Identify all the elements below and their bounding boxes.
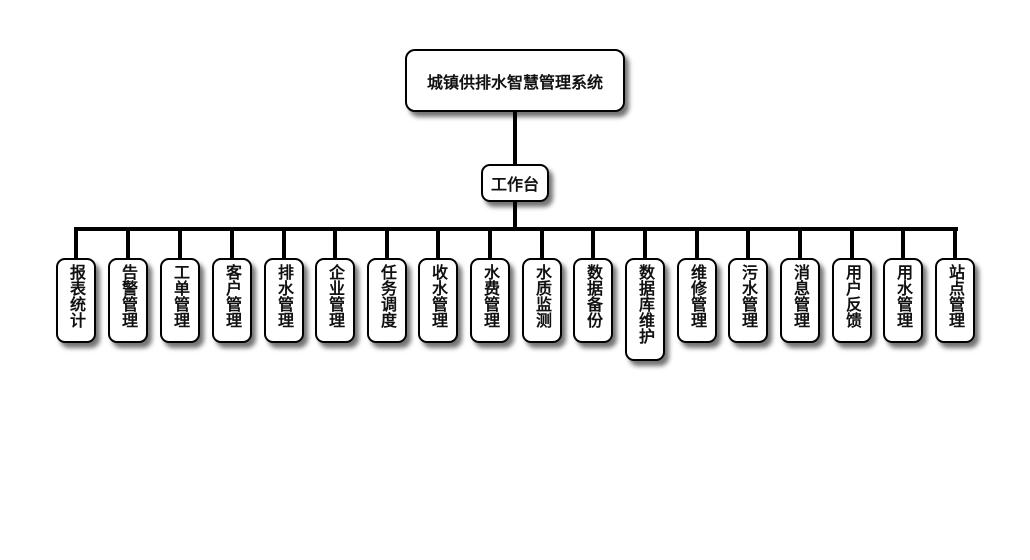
module-station-management: 站点管理 <box>935 258 975 343</box>
module-alarm-management: 告警管理 <box>108 258 148 343</box>
module-database-maintenance: 数据库维护 <box>625 258 665 361</box>
connector-drop <box>695 229 699 259</box>
connector-drop <box>385 229 389 259</box>
module-water-collection-management: 收水管理 <box>418 258 458 343</box>
root-node: 城镇供排水智慧管理系统 <box>405 49 625 112</box>
module-water-usage-management: 用水管理 <box>883 258 923 343</box>
connector-drop <box>901 229 905 259</box>
connector-drop <box>850 229 854 259</box>
connector-drop <box>436 229 440 259</box>
module-water-quality-monitoring: 水质监测 <box>522 258 562 343</box>
module-label: 排水管理 <box>275 264 294 328</box>
connector-drop <box>643 229 647 259</box>
module-water-fee-management: 水费管理 <box>470 258 510 343</box>
module-enterprise-management: 企业管理 <box>315 258 355 343</box>
module-label: 数据备份 <box>584 264 603 328</box>
module-label: 数据库维护 <box>636 264 655 344</box>
connector-drop <box>798 229 802 259</box>
module-label: 收水管理 <box>429 264 448 328</box>
module-repair-management: 维修管理 <box>677 258 717 343</box>
module-label: 工单管理 <box>171 264 190 328</box>
connector-bus <box>74 227 958 231</box>
module-label: 客户管理 <box>223 264 242 328</box>
connector-drop <box>591 229 595 259</box>
module-label: 报表统计 <box>67 264 86 328</box>
module-label: 水质监测 <box>533 264 552 328</box>
module-label: 消息管理 <box>791 264 810 328</box>
root-title: 城镇供排水智慧管理系统 <box>426 72 603 92</box>
module-task-scheduling: 任务调度 <box>367 258 407 343</box>
connector-hub-bus <box>513 202 517 229</box>
connector-drop <box>230 229 234 259</box>
connector-drop <box>74 229 78 259</box>
module-customer-management: 客户管理 <box>212 258 252 343</box>
module-work-order-management: 工单管理 <box>160 258 200 343</box>
module-drainage-management: 排水管理 <box>264 258 304 343</box>
module-label: 任务调度 <box>378 264 397 328</box>
module-label: 告警管理 <box>119 264 138 328</box>
connector-drop <box>540 229 544 259</box>
module-user-feedback: 用户反馈 <box>832 258 872 343</box>
connector-drop <box>746 229 750 259</box>
module-label: 用水管理 <box>894 264 913 328</box>
module-report-stats: 报表统计 <box>56 258 96 343</box>
module-data-backup: 数据备份 <box>573 258 613 343</box>
connector-drop <box>126 229 130 259</box>
module-label: 站点管理 <box>946 264 965 328</box>
hub-node: 工作台 <box>481 164 549 202</box>
module-message-management: 消息管理 <box>780 258 820 343</box>
module-label: 用户反馈 <box>843 264 862 328</box>
connector-drop <box>282 229 286 259</box>
connector-root-hub <box>513 112 517 164</box>
connector-drop <box>953 229 957 259</box>
connector-drop <box>488 229 492 259</box>
module-label: 企业管理 <box>326 264 345 328</box>
module-label: 水费管理 <box>481 264 500 328</box>
connector-drop <box>333 229 337 259</box>
module-label: 污水管理 <box>739 264 758 328</box>
module-label: 维修管理 <box>688 264 707 328</box>
hub-label: 工作台 <box>490 175 539 194</box>
module-sewage-management: 污水管理 <box>728 258 768 343</box>
connector-drop <box>178 229 182 259</box>
